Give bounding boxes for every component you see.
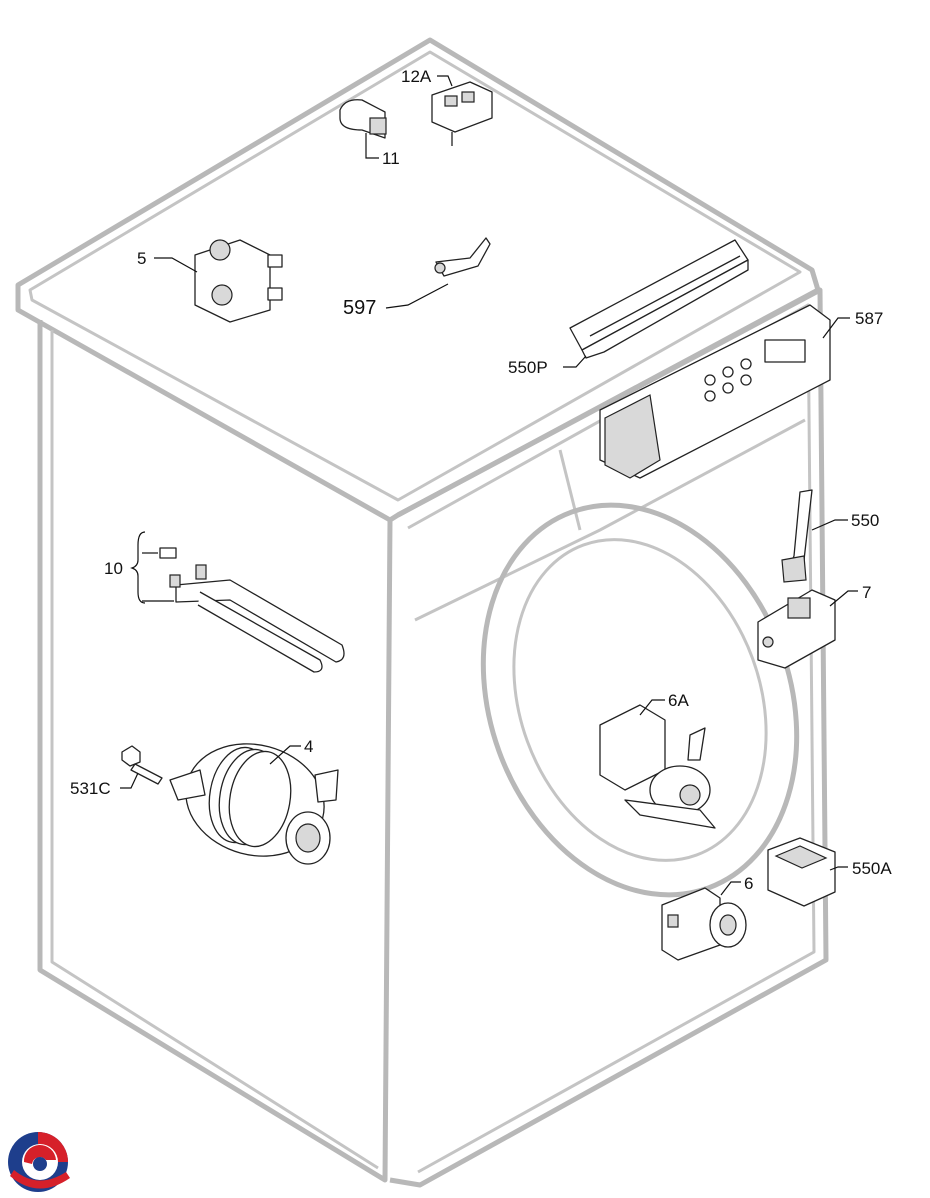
callout-550p: 550P (508, 358, 548, 377)
motor-windings (208, 746, 292, 848)
machine-cabinet (15, 37, 829, 1188)
inlet-valve-part (194, 239, 283, 323)
cover-cap-part (767, 837, 836, 907)
callout-4: 4 (304, 737, 313, 756)
swirl-logo-icon (8, 1132, 70, 1192)
pressure-switch-part (431, 81, 493, 146)
callout-531c: 531C (70, 779, 111, 798)
callout-labels: 12A 11 5 597 587 550P 550 10 7 6A 4 531C… (70, 67, 892, 893)
callout-550a: 550A (852, 859, 892, 878)
door-handle-part (781, 489, 813, 583)
callout-5: 5 (137, 249, 146, 268)
callout-597: 597 (343, 297, 376, 319)
control-board-part (599, 304, 831, 479)
callout-587: 587 (855, 309, 883, 328)
drain-pump-6-part (661, 887, 747, 961)
callout-6a: 6A (668, 691, 689, 710)
callout-6: 6 (744, 874, 753, 893)
door-lock-part (757, 589, 836, 669)
callout-11: 11 (382, 149, 400, 168)
bracket-lever-part (434, 237, 491, 277)
bolt-part (121, 745, 163, 785)
leader-lines (120, 75, 858, 896)
capacitor-part (339, 99, 387, 139)
heating-element-part (159, 547, 345, 673)
callout-10: 10 (104, 559, 123, 578)
callout-12a: 12A (401, 67, 432, 86)
motor-part (169, 743, 339, 865)
drain-pump-6a-part (599, 704, 716, 829)
callout-550: 550 (851, 511, 879, 530)
callout-7: 7 (862, 583, 871, 602)
control-board-buttons (704, 339, 806, 402)
